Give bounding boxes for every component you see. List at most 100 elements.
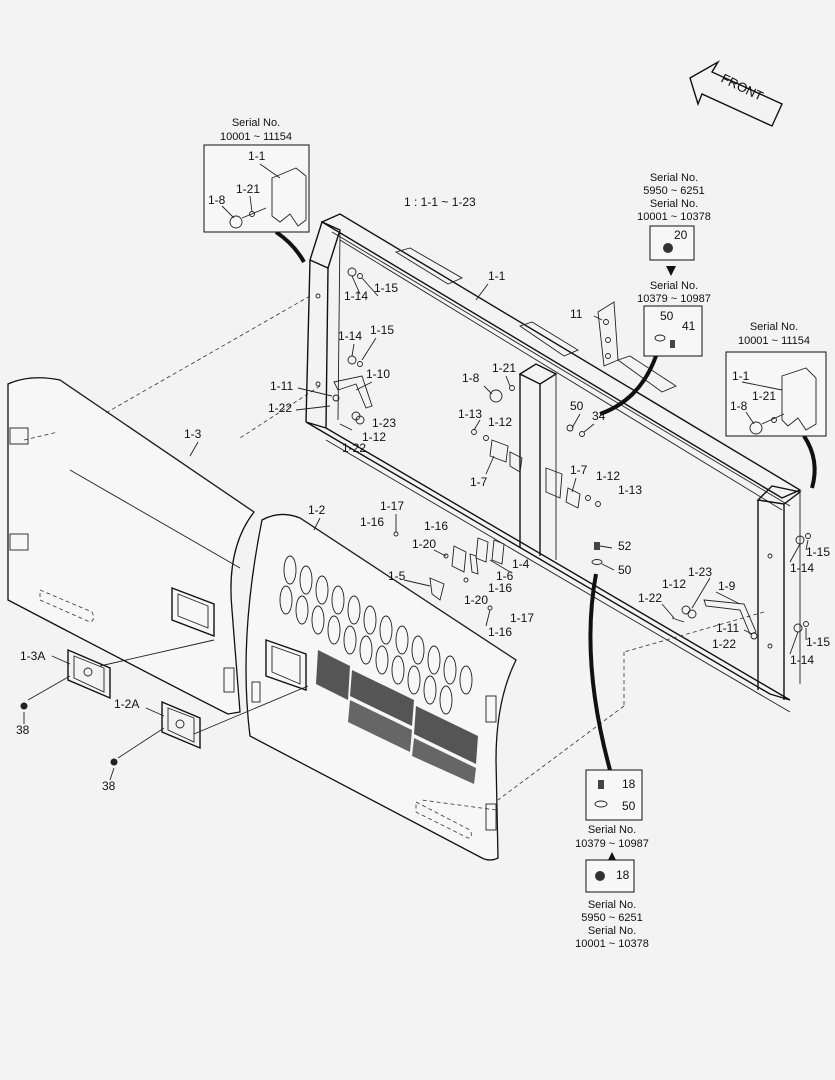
label-1-15-d: 1-15 [806, 635, 830, 649]
label-1-12-d: 1-12 [662, 577, 686, 591]
label-1-17-b: 1-17 [510, 611, 534, 625]
inset-box-top-left [203, 144, 310, 233]
door-panel-1-2 [245, 513, 517, 861]
label-1-23-a: 1-23 [372, 416, 396, 430]
label-41: 41 [682, 319, 696, 333]
label-1-4: 1-4 [512, 557, 530, 571]
label-1-16-c: 1-16 [488, 581, 512, 595]
serial-right-c-line2: 10379 ~ 10987 [637, 293, 711, 305]
door-panel-1-3 [7, 377, 255, 715]
label-1-20-b: 1-20 [464, 593, 488, 607]
label-50-c: 50 [618, 563, 632, 577]
label-18-b: 18 [616, 868, 630, 882]
label-1-12-a: 1-12 [362, 430, 386, 444]
label-1-8-box-left: 1-8 [208, 193, 226, 207]
serial-right-b-line1: Serial No. [650, 198, 698, 210]
label-1-20-a: 1-20 [412, 537, 436, 551]
inset-box-part-18-50 [585, 769, 643, 821]
label-1-16-d: 1-16 [488, 625, 512, 639]
serial-right-b-line2: 10001 ~ 10378 [637, 211, 711, 223]
main-frame [305, 213, 802, 713]
label-1-23-b: 1-23 [688, 565, 712, 579]
serial-top-left-line1: Serial No. [232, 117, 280, 129]
label-1-8-main: 1-8 [462, 371, 480, 385]
label-1-22-a: 1-22 [268, 401, 292, 415]
label-1-10: 1-10 [366, 367, 390, 381]
label-50-box: 50 [660, 309, 674, 323]
label-1-7-a: 1-7 [470, 475, 488, 489]
label-1-14-d: 1-14 [790, 653, 814, 667]
label-34: 34 [592, 409, 606, 423]
serial-bottom-a-line2: 10379 ~ 10987 [575, 838, 649, 850]
label-1-16-a: 1-16 [360, 515, 384, 529]
label-1-12-c: 1-12 [596, 469, 620, 483]
handle-1-2A [161, 700, 201, 750]
label-1-16-b: 1-16 [424, 519, 448, 533]
mesh-grilles [316, 650, 478, 784]
label-1-6: 1-6 [496, 569, 514, 583]
label-1-7-b: 1-7 [570, 463, 588, 477]
serial-right-a-line1: Serial No. [650, 172, 698, 184]
serial-bottom-c-line1: Serial No. [588, 925, 636, 937]
serial-far-right-line1: Serial No. [750, 321, 798, 333]
label-1-22-b: 1-22 [342, 441, 366, 455]
inset-box-part-18 [585, 859, 635, 893]
inset-box-part-50-41 [643, 305, 703, 357]
label-1-21-box-right: 1-21 [752, 389, 776, 403]
label-1-5: 1-5 [388, 569, 406, 583]
label-1-11-a: 1-11 [270, 379, 293, 393]
serial-bottom-b-line2: 5950 ~ 6251 [581, 912, 642, 924]
label-1-1-frame: 1-1 [488, 269, 506, 283]
label-1-14-b: 1-14 [338, 329, 362, 343]
label-1-3A: 1-3A [20, 649, 45, 663]
label-1-2: 1-2 [308, 503, 326, 517]
label-1-9: 1-9 [718, 579, 736, 593]
label-leaders [23, 163, 809, 781]
handle-1-3A [67, 648, 111, 700]
alignment-lines [23, 295, 765, 811]
screw-38-a [20, 702, 28, 710]
label-18-a: 18 [622, 777, 636, 791]
label-1-1-box-left: 1-1 [248, 149, 266, 163]
label-38-a: 38 [16, 723, 30, 737]
label-1-15-b: 1-15 [370, 323, 394, 337]
serial-top-left-line2: 10001 ~ 11154 [220, 131, 292, 143]
label-1-15-a: 1-15 [374, 281, 398, 295]
inset-box-far-right [725, 351, 827, 437]
serial-right-a-line2: 5950 ~ 6251 [643, 185, 704, 197]
label-50-d: 50 [622, 799, 636, 813]
label-1-3: 1-3 [184, 427, 202, 441]
inset-box-part-20 [649, 225, 695, 261]
screw-38-b [110, 758, 118, 766]
label-1-21-box-left: 1-21 [236, 182, 260, 196]
range-note: 1 : 1-1 ~ 1-23 [404, 195, 476, 209]
leader-curves [274, 230, 817, 771]
label-1-1-box-right: 1-1 [732, 369, 750, 383]
label-1-12-b: 1-12 [488, 415, 512, 429]
serial-bottom-b-line1: Serial No. [588, 899, 636, 911]
label-50-main: 50 [570, 399, 584, 413]
label-1-14-a: 1-14 [344, 289, 368, 303]
label-1-11-b: 1-11 [716, 621, 739, 635]
label-52: 52 [618, 539, 632, 553]
label-20: 20 [674, 228, 688, 242]
serial-right-c-line1: Serial No. [650, 280, 698, 292]
label-1-14-c: 1-14 [790, 561, 814, 575]
label-1-21-main: 1-21 [492, 361, 516, 375]
label-1-22-d: 1-22 [712, 637, 736, 651]
label-1-13-b: 1-13 [618, 483, 642, 497]
part-labels: 1-1 1-21 1-8 20 50 41 1-1 1-21 1-8 1-1 1… [16, 149, 830, 882]
label-1-17-a: 1-17 [380, 499, 404, 513]
serial-bottom-a-line1: Serial No. [588, 824, 636, 836]
label-1-15-c: 1-15 [806, 545, 830, 559]
label-1-2A: 1-2A [114, 697, 139, 711]
label-38-b: 38 [102, 779, 116, 793]
serial-far-right-line2: 10001 ~ 11154 [738, 335, 810, 347]
label-1-8-box-right: 1-8 [730, 399, 748, 413]
arrow-down-icon [666, 266, 676, 276]
front-arrow-icon [689, 60, 783, 127]
label-1-13-a: 1-13 [458, 407, 482, 421]
label-11: 11 [570, 307, 583, 321]
louver-slots [279, 555, 473, 715]
